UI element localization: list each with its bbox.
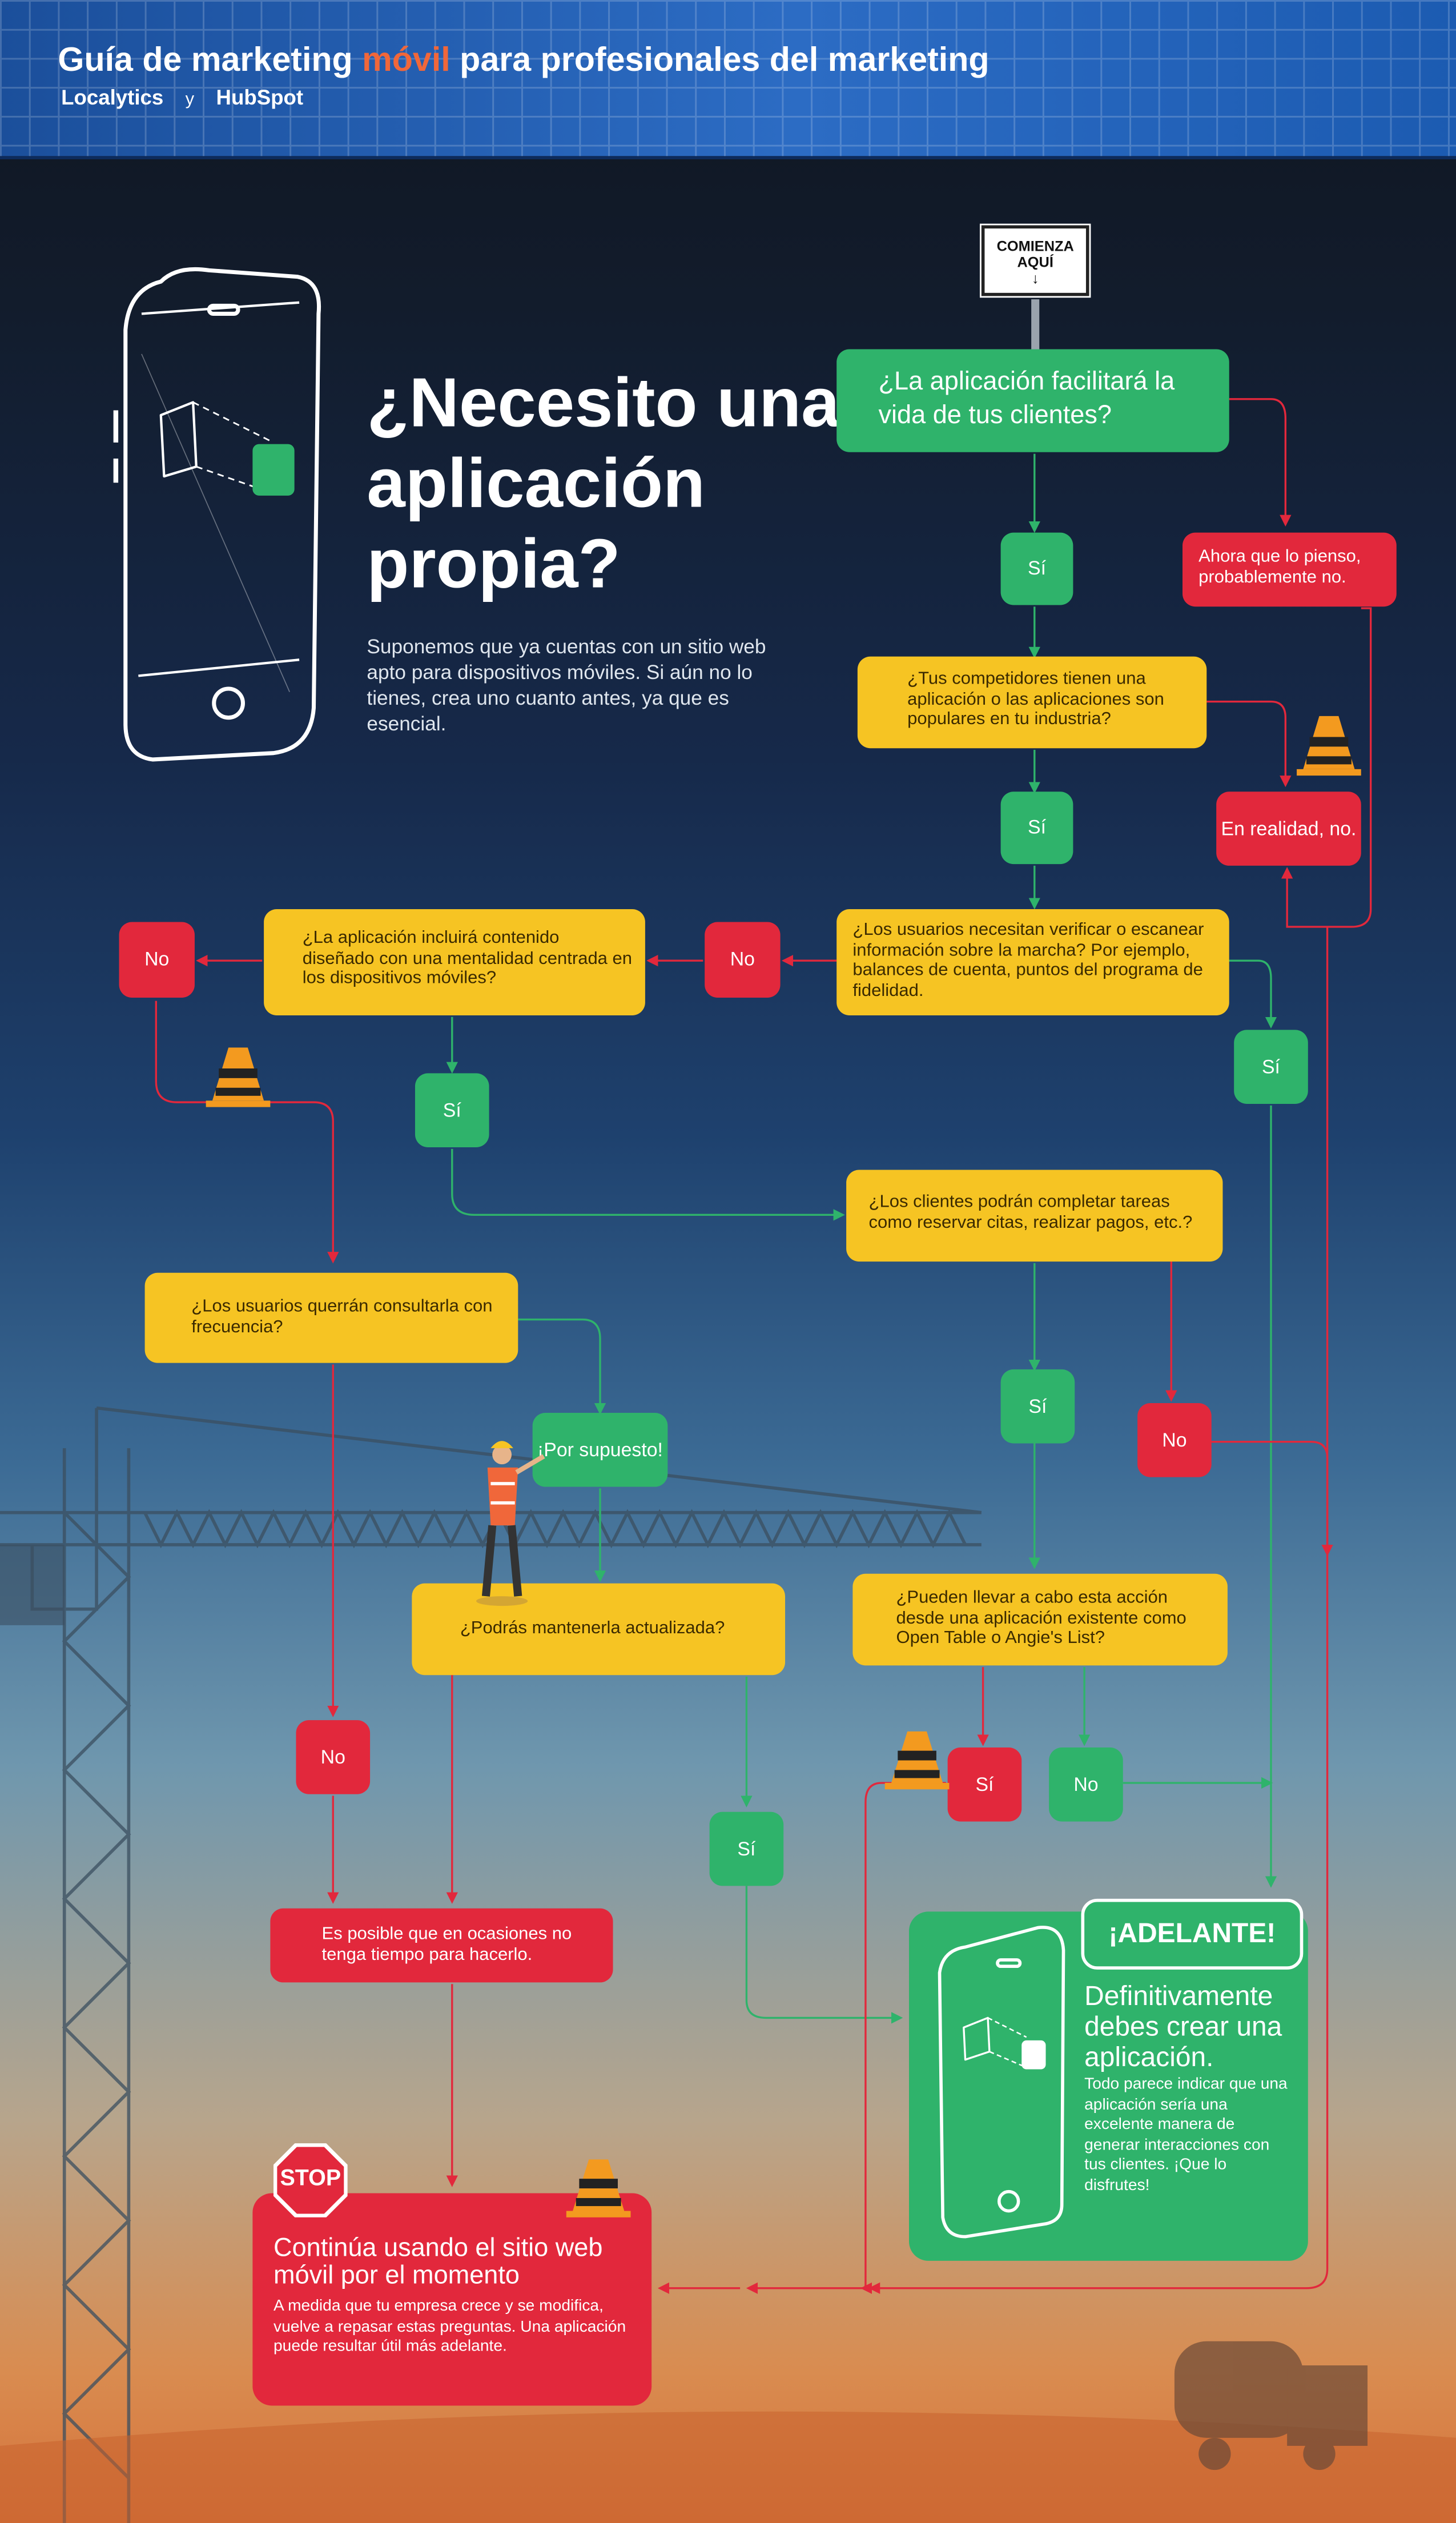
- node-q2-no: En realidad, no.: [1216, 792, 1361, 866]
- node-q6-frequency: ¿Los usuarios querrán consultarla con fr…: [144, 1272, 518, 1363]
- arrow-down-icon: ↓: [1031, 270, 1039, 287]
- node-q3-check-info: ¿Los usuarios necesitan verificar o esca…: [836, 909, 1229, 1015]
- outcome-go-heading: Definitivamente debes crear una aplicaci…: [1084, 1980, 1282, 2073]
- start-sign: COMIENZA AQUÍ ↓: [979, 223, 1091, 298]
- localytics-logo: Localytics: [61, 85, 164, 110]
- node-q6-no: No: [296, 1720, 371, 1794]
- header-banner: Guía de marketing móvil para profesional…: [0, 0, 1456, 159]
- outcome-stop-heading: Continúa usando el sitio web móvil por e…: [273, 2235, 603, 2290]
- construction-worker-icon: [476, 1441, 545, 1606]
- traffic-cone-icon: [884, 1731, 950, 1790]
- sign-pole: [1031, 299, 1040, 351]
- node-q6-yes: ¡Por supuesto!: [532, 1412, 668, 1487]
- node-q7-yes: Sí: [709, 1811, 784, 1886]
- brand-logos: Localytics y HubSpot: [61, 85, 304, 110]
- node-q8-no: No: [1049, 1747, 1123, 1822]
- outcome-stop-panel: [252, 2193, 652, 2406]
- stop-sign-icon: [273, 2143, 348, 2217]
- node-q5-no: No: [1137, 1403, 1212, 1477]
- node-q1-no: Ahora que lo pienso, probablemente no.: [1183, 532, 1397, 607]
- hero-title: ¿Necesito una aplicación propia?: [367, 365, 840, 604]
- node-q3-yes: Sí: [1234, 1030, 1308, 1104]
- node-q1-benefit: ¿La aplicación facilitará la vida de tus…: [836, 349, 1229, 452]
- hubspot-logo: HubSpot: [216, 85, 304, 110]
- stop-sign-text: STOP: [280, 2164, 341, 2190]
- outcome-go-badge: ¡ADELANTE!: [1081, 1898, 1304, 1970]
- hero-subtitle: Suponemos que ya cuentas con un sitio we…: [367, 635, 766, 736]
- node-q5-tasks: ¿Los clientes podrán completar tareas co…: [846, 1170, 1223, 1262]
- node-q8-yes: Sí: [947, 1747, 1022, 1822]
- outcome-go-body: Todo parece indicar que una aplicación s…: [1084, 2075, 1288, 2194]
- header-title: Guía de marketing móvil para profesional…: [58, 42, 990, 79]
- node-q7-no: Es posible que en ocasiones no tenga tie…: [270, 1908, 613, 1983]
- node-q4-no: No: [119, 922, 195, 998]
- node-q4-mobile-content: ¿La aplicación incluirá contenido diseña…: [264, 909, 645, 1015]
- outcome-stop-body: A medida que tu empresa crece y se modif…: [273, 2297, 626, 2356]
- node-q8-existing-app: ¿Pueden llevar a cabo esta acción desde …: [852, 1573, 1228, 1666]
- traffic-cone-icon: [1297, 716, 1361, 776]
- node-q3-no: No: [705, 922, 781, 998]
- traffic-cone-icon: [566, 2159, 631, 2217]
- node-q7-maintain: ¿Podrás mantenerla actualizada?: [412, 1583, 786, 1676]
- node-q1-yes: Sí: [1000, 532, 1073, 605]
- node-q2-competitors: ¿Tus competidores tienen una aplicación …: [857, 656, 1207, 749]
- node-q4-yes: Sí: [415, 1073, 489, 1148]
- node-q5-yes: Sí: [1000, 1369, 1075, 1444]
- traffic-cone-icon: [206, 1047, 271, 1107]
- outcome-go-panel: [909, 1911, 1308, 2261]
- node-q2-yes: Sí: [1000, 792, 1073, 865]
